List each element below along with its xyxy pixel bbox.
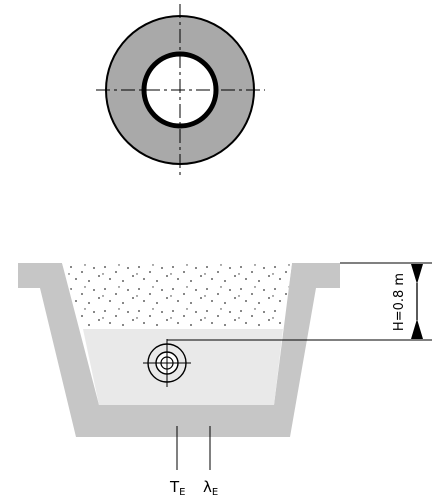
trench-wall <box>18 263 340 437</box>
sand-layer-dots <box>62 263 292 329</box>
pipe-cross-section <box>96 4 265 178</box>
depth-dimension-arrow <box>411 264 423 339</box>
buried-pipe <box>143 339 191 387</box>
depth-label: H=0.8 m <box>392 273 407 331</box>
ground-temperature-label: TE <box>169 478 186 498</box>
ground-conductivity-subscript: E <box>212 487 218 498</box>
ground-conductivity-label: λE <box>203 478 218 498</box>
ground-temperature-subscript: E <box>179 487 185 498</box>
ground-temperature-symbol: T <box>169 478 180 496</box>
ground-conductivity-symbol: λ <box>203 478 212 496</box>
trench-section: H=0.8 m TE λE <box>18 262 432 498</box>
